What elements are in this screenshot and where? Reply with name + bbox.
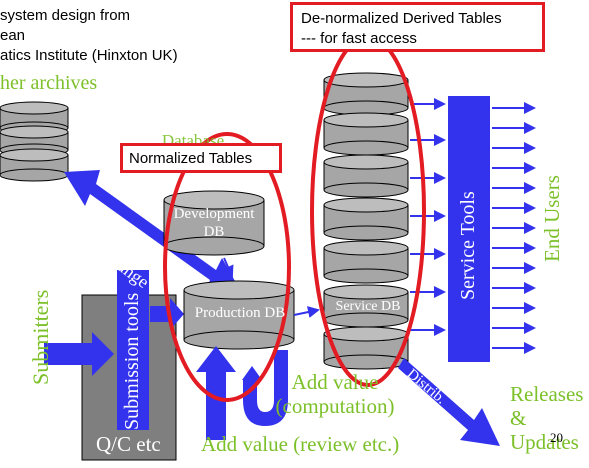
- tools-to-users-arrows: [492, 102, 536, 354]
- service-db-cylinder: [323, 197, 409, 241]
- submission-tools-bar: [117, 270, 149, 430]
- releases-line-2: &: [510, 406, 527, 430]
- production-db-cylinder: [183, 280, 295, 350]
- service-db-stack: [323, 72, 409, 370]
- add-value-computation-arrow: [242, 350, 288, 426]
- data-exchange-arrow: [64, 170, 240, 293]
- header-block: system design from ean atics Institute (…: [0, 6, 178, 66]
- production-db-label: Production DB: [194, 305, 286, 321]
- distrib-arrow: [398, 358, 500, 446]
- end-users-label: End Users: [540, 175, 564, 262]
- submission-tools-label: Submission tools: [121, 292, 143, 430]
- derived-tables-title: De-normalized Derived Tables: [301, 10, 502, 27]
- development-db-line-1: Development: [173, 206, 255, 222]
- normalized-highlight-ellipse: [163, 132, 291, 402]
- service-tools-panel: [448, 96, 490, 362]
- qc-label: Q/C etc: [96, 432, 161, 456]
- derived-tables-box: De-normalized Derived Tables --- for fas…: [290, 2, 545, 52]
- submitters-label: Submitters: [28, 289, 53, 385]
- header-line-3: atics Institute (Hinxton UK): [0, 47, 178, 64]
- service-db-cylinder: [323, 154, 409, 198]
- stack-to-tools-arrows: [410, 98, 446, 336]
- add-value-computation-line-1: Add value: [291, 370, 379, 394]
- normalized-tables-box: Normalized Tables: [120, 143, 282, 173]
- normalized-tables-label: Normalized Tables: [129, 150, 253, 167]
- development-db-line-2: DB: [203, 224, 225, 240]
- releases-line-3: Updates: [510, 430, 579, 454]
- service-db-cylinder: [323, 240, 409, 284]
- service-tools-label: Service Tools: [457, 191, 479, 300]
- header-line-2: ean: [0, 27, 26, 44]
- submitters-arrow: [44, 332, 114, 376]
- add-value-computation-line-2: (computation): [275, 394, 395, 418]
- other-archives-label: her archives: [0, 72, 98, 94]
- releases-line-1: Releases: [510, 382, 584, 406]
- add-value-review-arrow: [196, 346, 236, 440]
- header-line-1: system design from: [0, 7, 131, 24]
- production-to-service-arrow: [293, 306, 320, 318]
- service-db-label: Service DB: [335, 299, 401, 314]
- development-db-cylinder: [163, 190, 265, 256]
- page-number: 20: [550, 430, 563, 445]
- archive-db-stack: [0, 101, 69, 182]
- derived-tables-subtitle: --- for fast access: [301, 30, 417, 47]
- add-value-computation-label: Add value (computation): [270, 370, 400, 418]
- dev-to-production-arrow: [222, 257, 234, 278]
- service-db-cylinder: [323, 112, 409, 156]
- service-db-cylinder: [323, 72, 409, 116]
- add-value-review-label: Add value (review etc.): [201, 432, 400, 456]
- releases-label: Releases & Updates: [510, 382, 583, 454]
- development-db-label: Development DB: [164, 205, 264, 241]
- archive-cylinder-3: [0, 148, 69, 182]
